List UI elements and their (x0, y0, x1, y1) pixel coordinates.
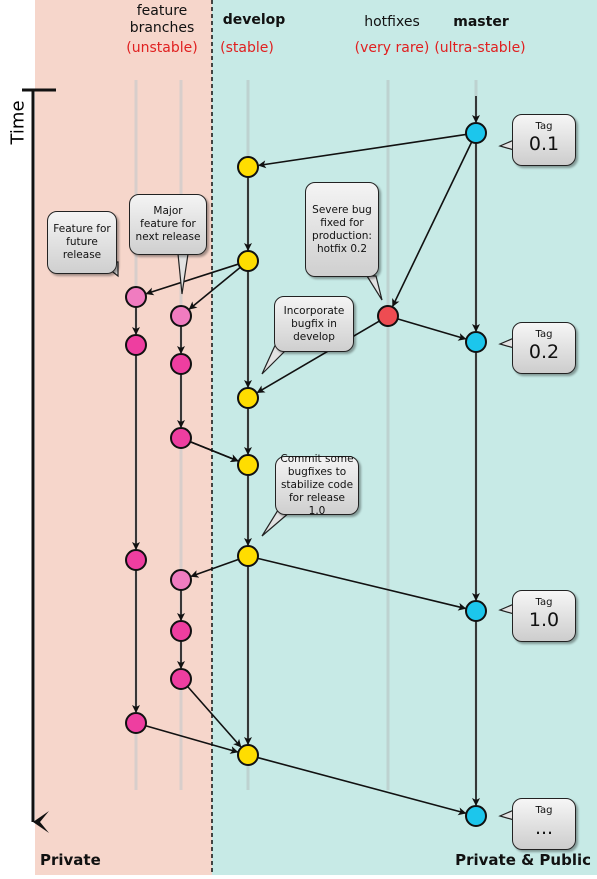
edge-d2-fb1 (188, 266, 241, 310)
callout-commit-bugfixes: Commit some bugfixes to stabilize code f… (275, 453, 359, 517)
commit-node-fa1 (125, 286, 147, 308)
tag-1-0: Tag 1.0 (512, 590, 576, 642)
develop-header: develop (222, 12, 286, 28)
commit-edges (132, 96, 480, 816)
edge-h1-d3 (256, 320, 380, 394)
tag-caption: Tag (535, 329, 553, 340)
commit-node-d5 (237, 545, 259, 567)
master-header: master (453, 14, 509, 30)
edge-fa4-d6 (145, 724, 239, 754)
commit-nodes (125, 122, 487, 827)
commit-node-h1 (377, 305, 399, 327)
commit-node-fb1 (170, 305, 192, 327)
callout-incorporate-bugfix: Incorporate bugfix in develop (274, 296, 354, 352)
edge-d6-m4 (257, 756, 467, 816)
master-note: (ultra-stable) (434, 40, 526, 56)
commit-node-fb4 (170, 569, 192, 591)
tag-version: 0.2 (528, 341, 560, 363)
callout-major-feature: Major feature for next release (129, 194, 207, 255)
edge-fb6-d6 (187, 685, 242, 748)
commit-node-fb6 (170, 668, 192, 690)
develop-note: (stable) (220, 40, 274, 56)
edge-fb3-d4 (189, 440, 239, 462)
tag-0-2: Tag 0.2 (512, 322, 576, 374)
commit-node-m2 (465, 331, 487, 353)
edge-d2-fa1 (145, 263, 239, 296)
tag-caption: Tag (535, 121, 553, 132)
edge-m1-d1 (257, 133, 467, 169)
feature-branches-note: (unstable) (126, 40, 198, 56)
commit-node-d2 (237, 250, 259, 272)
commit-node-d6 (237, 744, 259, 766)
tag-version: ... (534, 817, 554, 839)
tag-ellipsis: Tag ... (512, 798, 576, 850)
commit-node-m3 (465, 600, 487, 622)
callout-feature-future: Feature for future release (47, 211, 117, 274)
edge-m1-h1 (392, 141, 473, 307)
callout-severe-bug: Severe bug fixed for production: hotfix … (305, 182, 379, 277)
time-axis (22, 88, 56, 833)
tag-version: 1.0 (528, 609, 560, 631)
edge-h1-m2 (397, 318, 467, 341)
commit-node-m4 (465, 805, 487, 827)
hotfixes-note: (very rare) (354, 40, 430, 56)
tag-0-1: Tag 0.1 (512, 114, 576, 166)
commit-node-fa2 (125, 334, 147, 356)
public-zone-label: Private & Public (455, 851, 591, 869)
tag-caption: Tag (535, 597, 553, 608)
tag-caption: Tag (535, 805, 553, 816)
commit-node-fb3 (170, 427, 192, 449)
commit-node-m1 (465, 122, 487, 144)
edge-d5-m3 (257, 557, 467, 611)
edge-d5-fb4 (190, 558, 239, 578)
commit-node-fb5 (170, 620, 192, 642)
commit-node-d4 (237, 454, 259, 476)
tag-version: 0.1 (528, 133, 560, 155)
commit-node-fa4 (125, 712, 147, 734)
time-axis-label: Time (7, 100, 29, 145)
commit-node-fa3 (125, 549, 147, 571)
private-zone-label: Private (40, 851, 101, 869)
feature-branches-header: feature branches (129, 3, 195, 36)
commit-node-d1 (237, 156, 259, 178)
commit-node-d3 (237, 387, 259, 409)
commit-node-fb2 (170, 353, 192, 375)
hotfixes-header: hotfixes (364, 14, 420, 30)
